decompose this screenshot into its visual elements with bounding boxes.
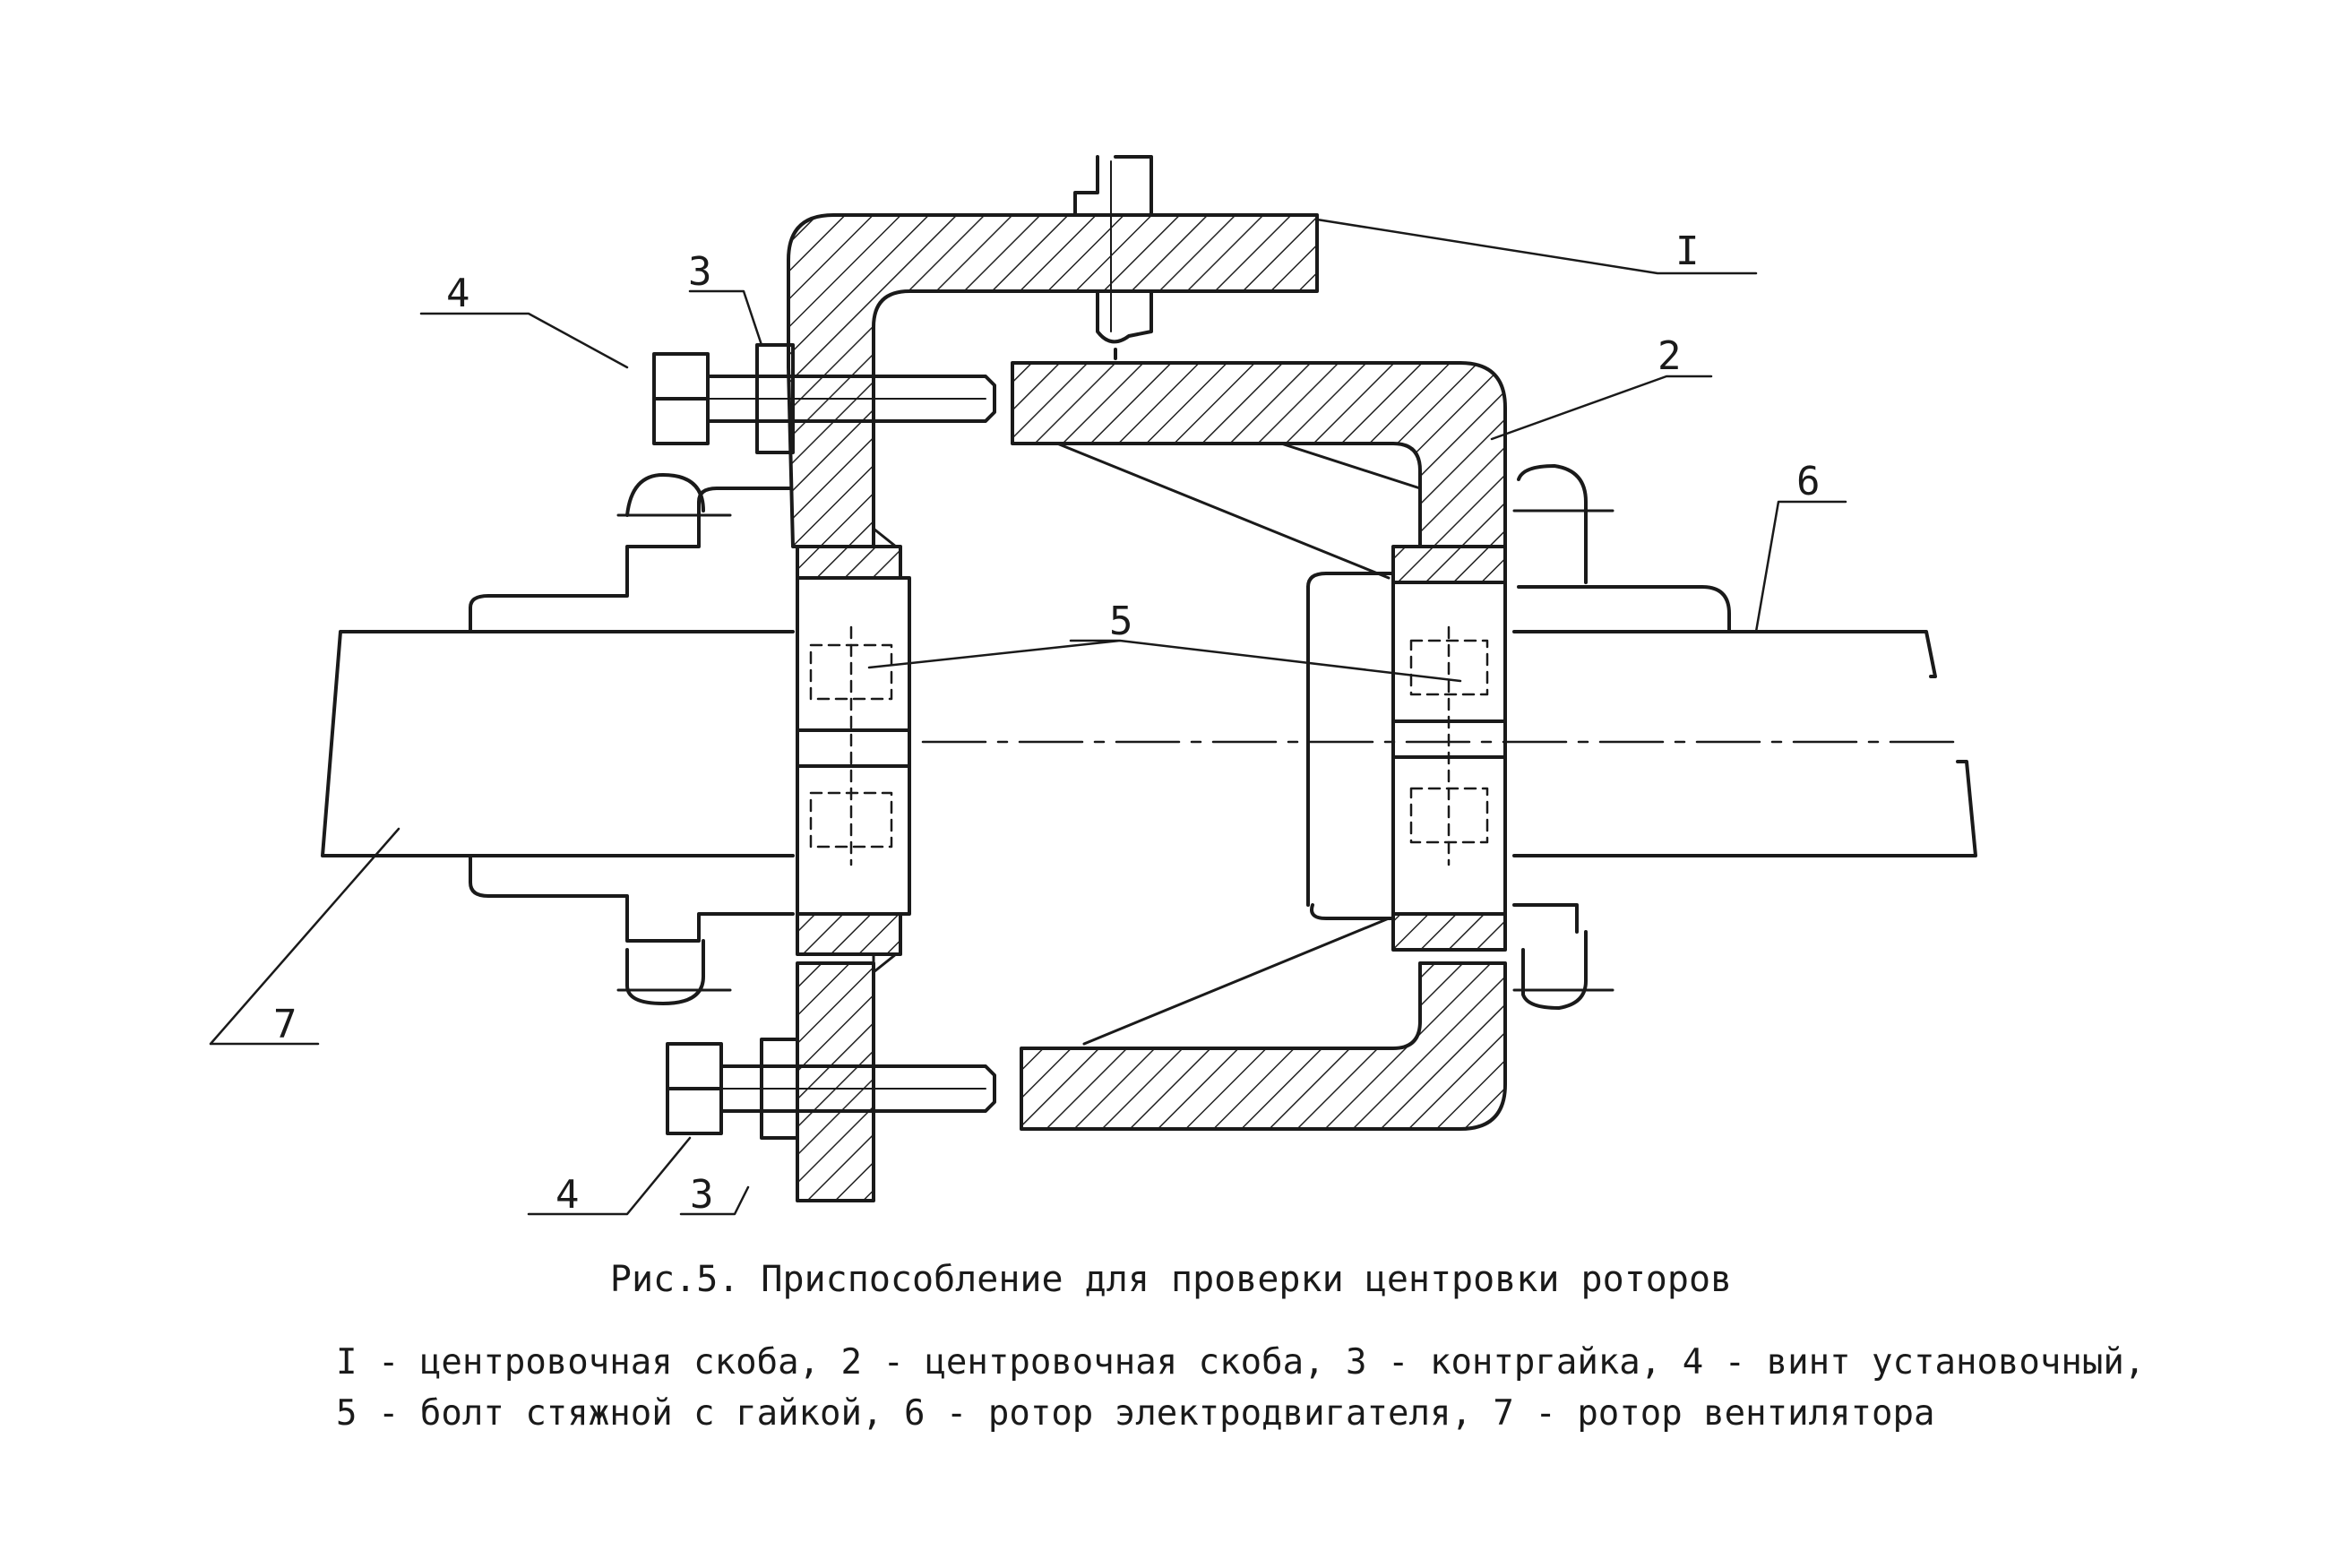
bottom-adjusting-screw [666, 1038, 996, 1140]
callout-bracket-1: I [1675, 228, 1700, 274]
top-adjusting-screw [652, 343, 996, 454]
callout-screw-bottom: 4 [555, 1172, 580, 1218]
legend-line-2: 5 - болт стяжной с гайкой, 6 - ротор эле… [336, 1393, 1935, 1434]
motor-rotor-shaft [1306, 464, 1977, 1010]
fan-rotor-shaft [321, 473, 795, 1005]
callout-motor-rotor: 6 [1796, 459, 1821, 504]
callout-locknut-bottom: 3 [690, 1172, 714, 1218]
callout-screw-top: 4 [446, 271, 470, 316]
bracket-1 [787, 213, 1319, 1202]
left-coupling-half [796, 527, 911, 974]
callout-locknut-top: 3 [688, 249, 712, 295]
callout-fan-rotor: 7 [273, 1002, 297, 1047]
callout-bracket-2: 2 [1657, 333, 1682, 379]
leader-lines [209, 218, 1847, 1216]
callout-bolts: 5 [1109, 599, 1133, 644]
top-vertical-screw [1073, 155, 1153, 360]
legend-line-1: I - центровочная скоба, 2 - центровочная… [336, 1342, 2146, 1383]
bracket-2 [1011, 361, 1507, 1131]
clamping-bolts [809, 625, 1489, 866]
figure-caption: Рис.5. Приспособление для проверки центр… [609, 1259, 1733, 1300]
